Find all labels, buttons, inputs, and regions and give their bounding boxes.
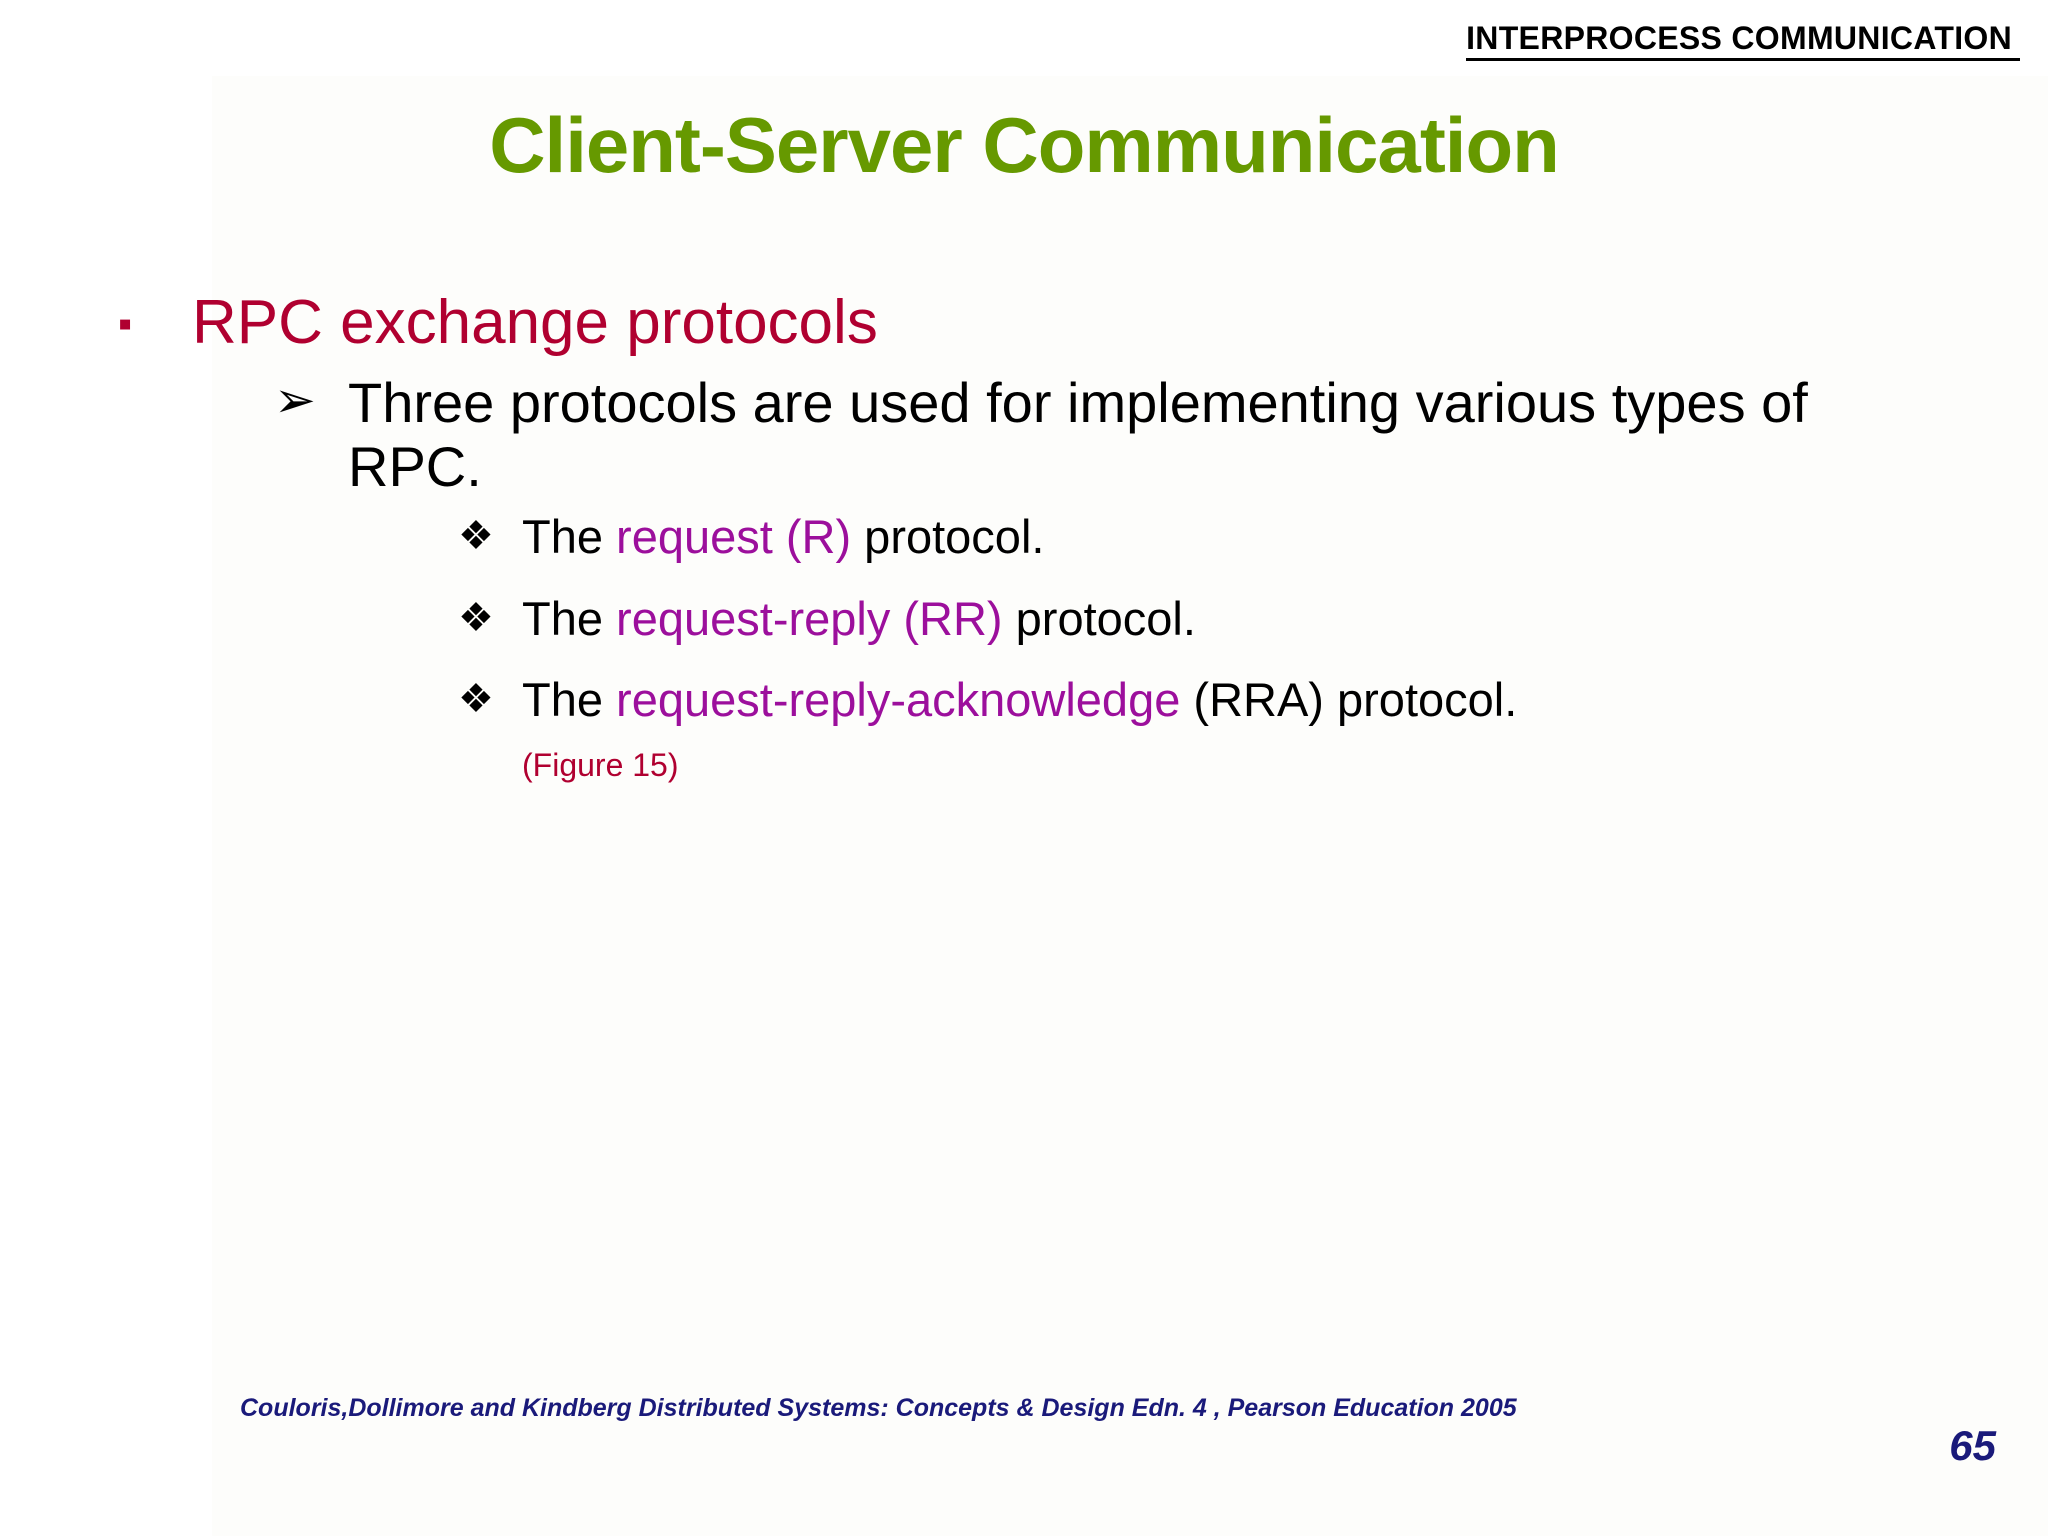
bullet-level3-suffix: protocol.	[851, 510, 1045, 564]
bullet-level3-text: The request (R) protocol.	[522, 509, 1702, 564]
diamond-bullet-icon: ❖	[458, 514, 494, 559]
bullet-level3-prefix: The	[522, 673, 617, 726]
bullet-level3-text: The request-reply-acknowledge (RRA) prot…	[522, 672, 1702, 727]
bullet-level3-suffix: protocol.	[1002, 591, 1196, 645]
bullet-level3-prefix: The	[522, 510, 617, 564]
slide-content-panel	[212, 76, 2048, 1536]
slide-body: ▪ RPC exchange protocols ➢ Three protoco…	[118, 288, 1988, 784]
bullet-level3-emphasis: request-reply (RR)	[616, 591, 1003, 645]
bullet-level2: ➢ Three protocols are used for implement…	[274, 371, 1988, 499]
arrow-bullet-icon: ➢	[274, 372, 316, 429]
bullet-level2-text: Three protocols are used for implementin…	[348, 371, 1808, 499]
bullet-level1-text: RPC exchange protocols	[192, 288, 878, 357]
bullet-level3-item: ❖ The request-reply-acknowledge (RRA) pr…	[458, 672, 1988, 727]
page-number: 65	[1949, 1422, 1996, 1469]
bullet-level3-text: The request-reply (RR) protocol.	[522, 591, 1702, 646]
bullet-level3-suffix: (RRA) protocol.	[1180, 673, 1518, 726]
figure-reference-note: (Figure 15)	[522, 747, 679, 784]
square-bullet-icon: ▪	[118, 302, 133, 346]
bullet-level3-item: ❖ The request-reply (RR) protocol.	[458, 591, 1988, 646]
footer-citation: Couloris,Dollimore and Kindberg Distribu…	[240, 1394, 1517, 1422]
diamond-bullet-icon: ❖	[458, 595, 494, 640]
bullet-level3-item: ❖ The request (R) protocol.	[458, 509, 1988, 564]
bullet-level3-emphasis: request (R)	[616, 510, 852, 564]
bullet-level3-prefix: The	[522, 591, 617, 645]
slide-header-label: INTERPROCESS COMMUNICATION	[1466, 20, 2020, 61]
slide-title: Client-Server Communication	[489, 101, 1560, 189]
bullet-level3-emphasis: request-reply-acknowledge	[616, 673, 1181, 726]
diamond-bullet-icon: ❖	[458, 677, 494, 721]
bullet-level1: ▪ RPC exchange protocols	[118, 288, 1988, 357]
